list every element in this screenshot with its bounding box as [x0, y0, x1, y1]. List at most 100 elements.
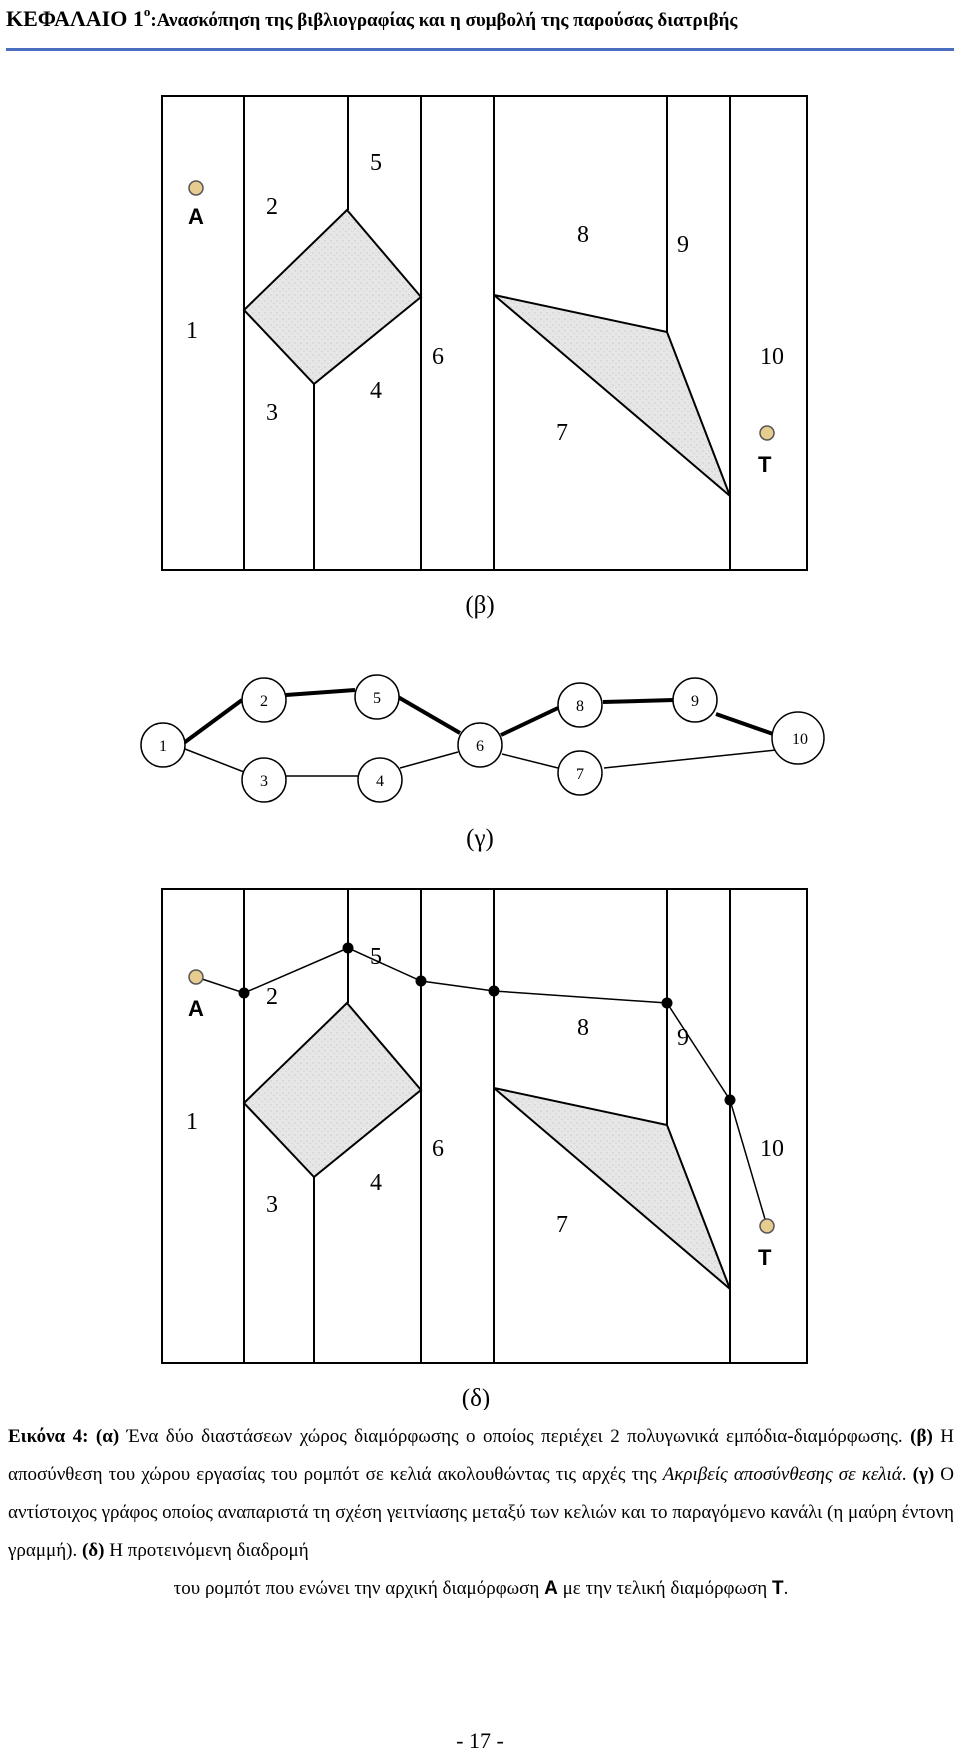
cell-label: 4 — [370, 378, 382, 404]
target-marker — [759, 425, 775, 441]
graph-node — [354, 674, 400, 720]
cell-label: 10 — [760, 1136, 784, 1162]
graph-edge — [399, 751, 459, 769]
graph-node-label: 7 — [576, 766, 584, 783]
cell-label: 10 — [760, 344, 784, 370]
graph-node-label: 8 — [576, 698, 584, 715]
caption-figure-label: Εικόνα 4: — [8, 1426, 89, 1447]
graph-node-label: 4 — [376, 773, 384, 790]
cell-label: 9 — [677, 1025, 689, 1051]
path-waypoint — [415, 975, 427, 987]
workspace-frame — [161, 95, 808, 571]
graph-node — [241, 677, 287, 723]
caption-start-symbol: A — [544, 1578, 558, 1599]
cell-label: 8 — [577, 1015, 589, 1041]
header-superscript: ο — [143, 4, 151, 19]
cell-label: 2 — [266, 984, 278, 1010]
obstacle-triangle — [493, 1087, 731, 1290]
obstacle-diamond — [242, 208, 423, 386]
cell-label: 5 — [370, 150, 382, 176]
figure-beta: A T 1 2 3 4 5 6 7 8 9 10 — [161, 95, 808, 571]
graph-node — [771, 711, 825, 765]
caption-label-c: (γ) — [912, 1464, 935, 1485]
page-number: - 17 - — [456, 1728, 504, 1753]
caption-last-end: . — [783, 1578, 789, 1599]
header-subtitle: :Ανασκόπηση της βιβλιογραφίας και η συμβ… — [150, 10, 738, 31]
caption-text-c: Ο αντίστοιχος γράφος οποίος αναπαριστά τ… — [8, 1464, 954, 1561]
figure-gamma: 1 2 3 4 5 6 7 8 9 10 — [140, 674, 825, 803]
caption-label-d: (δ) — [81, 1540, 105, 1561]
figure-label-gamma: (γ) — [466, 825, 494, 852]
graph-edge-channel — [602, 698, 675, 704]
cell-label: 2 — [266, 194, 278, 220]
caption-last-text-a: του ρομπότ που ενώνει την αρχική διαμόρφ… — [173, 1578, 545, 1599]
cell-label: 3 — [266, 1192, 278, 1218]
cell-label: 7 — [556, 420, 568, 446]
graph-edge-channel — [285, 688, 356, 697]
cell-label: 3 — [266, 400, 278, 426]
graph-node — [457, 722, 503, 768]
graph-node-label: 1 — [159, 738, 167, 755]
graph-edge-channel — [179, 698, 244, 747]
cell-label: 1 — [186, 318, 198, 344]
figure-diagrams: A T 1 2 3 4 5 6 7 8 9 10 (β) — [140, 95, 825, 1410]
caption-last-line: του ρομπότ που ενώνει την αρχική διαμόρφ… — [8, 1570, 954, 1608]
path-waypoint — [661, 997, 673, 1009]
cell-label: 5 — [370, 944, 382, 970]
page-header: ΚΕΦΑΛΑΙΟ 1ο:Ανασκόπηση της βιβλιογραφίας… — [6, 4, 954, 51]
header-title: ΚΕΦΑΛΑΙΟ 1ο:Ανασκόπηση της βιβλιογραφίας… — [6, 4, 737, 32]
target-marker — [759, 1218, 775, 1234]
graph-edge-channel — [500, 706, 559, 737]
graph-node — [241, 757, 287, 803]
robot-path — [195, 947, 768, 1227]
cell-label: 9 — [677, 232, 689, 258]
header-chapter: ΚΕΦΑΛΑΙΟ 1 — [6, 6, 144, 31]
obstacle-diamond — [242, 1001, 423, 1179]
path-waypoint — [488, 985, 500, 997]
path-waypoint — [342, 942, 354, 954]
graph-node — [357, 757, 403, 803]
graph-node-label: 2 — [260, 693, 268, 710]
graph-node — [557, 750, 603, 796]
graph-edge — [603, 749, 777, 769]
path-waypoint — [238, 987, 250, 999]
cell-label: 7 — [556, 1212, 568, 1238]
target-label: T — [758, 1245, 772, 1270]
graph-node-label: 3 — [260, 773, 268, 790]
start-label: A — [188, 204, 204, 229]
graph-node-label: 9 — [691, 693, 699, 710]
caption-target-symbol: T — [771, 1578, 784, 1599]
start-label: A — [188, 996, 204, 1021]
caption-text-d: Η προτεινόμενη διαδρομή — [104, 1540, 309, 1561]
caption-label-b: (β) — [910, 1426, 933, 1447]
graph-node-label: 5 — [373, 690, 381, 707]
caption-text-b: Η αποσύνθεση του χώρου εργασίας του ρομπ… — [8, 1426, 954, 1485]
caption-text-a: Ένα δύο διαστάσεων χώρος διαμόρφωσης ο ο… — [119, 1426, 911, 1447]
caption-text-b-end: . — [901, 1464, 913, 1485]
caption-label-a: (α) — [95, 1426, 120, 1447]
graph-node — [672, 677, 718, 723]
cell-label: 1 — [186, 1109, 198, 1135]
cell-label: 6 — [432, 344, 444, 370]
figure-delta: A T 1 2 3 4 5 6 7 8 9 10 — [161, 888, 808, 1364]
graph-edge-channel — [396, 695, 462, 735]
workspace-frame — [161, 888, 808, 1364]
start-marker — [188, 180, 204, 196]
path-waypoint — [724, 1094, 736, 1106]
figure-label-beta: (β) — [465, 592, 494, 619]
graph-node-label: 10 — [792, 731, 808, 748]
caption-italic-term: Ακριβείς αποσύνθεσης σε κελιά — [662, 1464, 902, 1485]
cell-label: 8 — [577, 222, 589, 248]
cell-label: 4 — [370, 1170, 382, 1196]
obstacle-triangle — [493, 294, 731, 497]
graph-node — [557, 682, 603, 728]
start-marker — [188, 969, 204, 985]
graph-node-label: 6 — [476, 738, 484, 755]
cell-label: 6 — [432, 1136, 444, 1162]
graph-node — [140, 722, 186, 768]
caption-last-text-b: με την τελική διαμόρφωση — [557, 1578, 772, 1599]
graph-edge — [184, 748, 245, 773]
target-label: T — [758, 452, 772, 477]
graph-edge — [501, 753, 559, 769]
figure-label-delta: (δ) — [462, 1385, 490, 1410]
